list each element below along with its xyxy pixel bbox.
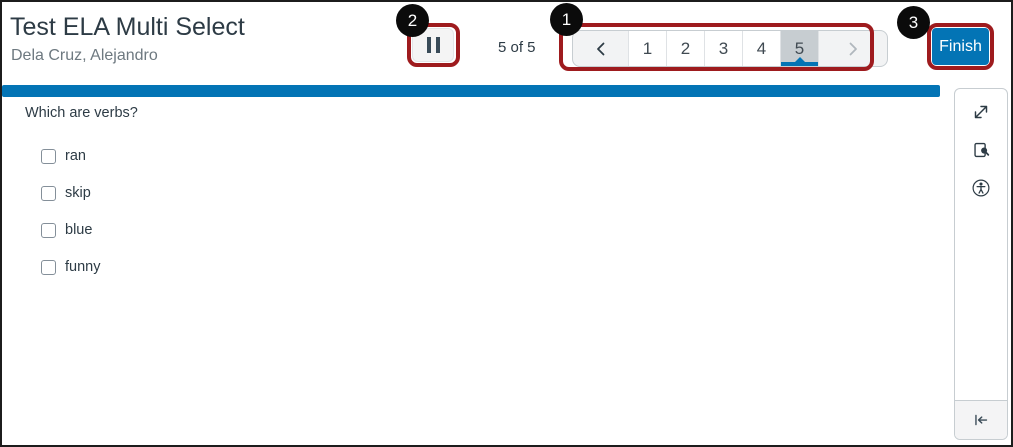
zoom-document-button[interactable] bbox=[962, 134, 1000, 166]
answer-option-row: funny bbox=[41, 259, 100, 275]
answer-options: ran skip blue funny bbox=[41, 148, 100, 275]
callout-badge-3: 3 bbox=[897, 6, 930, 39]
page-button-4[interactable]: 4 bbox=[742, 31, 780, 66]
answer-option-row: blue bbox=[41, 222, 100, 238]
page-button-5-current[interactable]: 5 bbox=[780, 31, 818, 66]
checkbox-ran[interactable] bbox=[41, 148, 56, 164]
chevron-left-icon bbox=[596, 42, 604, 55]
quiz-progress-bar bbox=[2, 85, 940, 97]
chevron-right-icon bbox=[849, 42, 857, 55]
checkbox-funny[interactable] bbox=[41, 259, 56, 275]
collapse-left-icon bbox=[975, 414, 988, 426]
finish-button[interactable]: Finish bbox=[932, 28, 989, 65]
page-title: Test ELA Multi Select bbox=[10, 13, 245, 41]
collapse-toolbar-button[interactable] bbox=[962, 404, 1000, 436]
question-pagination: 1 2 3 4 5 bbox=[572, 30, 888, 67]
page-button-1[interactable]: 1 bbox=[628, 31, 666, 66]
pause-button[interactable] bbox=[412, 28, 454, 62]
student-name: Dela Cruz, Alejandro bbox=[11, 47, 158, 64]
next-question-button-disabled[interactable] bbox=[818, 31, 887, 66]
pause-icon bbox=[426, 37, 440, 53]
right-toolbar-bottom bbox=[955, 400, 1007, 439]
right-toolbar bbox=[954, 88, 1008, 440]
checkbox-blue[interactable] bbox=[41, 222, 56, 238]
checkbox-skip[interactable] bbox=[41, 185, 56, 201]
answer-option-row: ran bbox=[41, 148, 100, 164]
accessibility-icon bbox=[972, 179, 990, 197]
expand-icon bbox=[974, 105, 988, 119]
option-label: funny bbox=[65, 259, 101, 275]
page-button-2[interactable]: 2 bbox=[666, 31, 704, 66]
option-label: skip bbox=[65, 185, 91, 201]
previous-question-button[interactable] bbox=[573, 31, 628, 66]
option-label: blue bbox=[65, 222, 93, 238]
zoom-document-icon bbox=[974, 142, 990, 158]
question-progress-label: 5 of 5 bbox=[498, 39, 536, 56]
accessibility-button[interactable] bbox=[962, 172, 1000, 204]
question-text: Which are verbs? bbox=[25, 105, 138, 121]
option-label: ran bbox=[65, 148, 86, 164]
right-toolbar-top bbox=[955, 89, 1007, 400]
answer-option-row: skip bbox=[41, 185, 100, 201]
page-button-3[interactable]: 3 bbox=[704, 31, 742, 66]
expand-button[interactable] bbox=[962, 96, 1000, 128]
